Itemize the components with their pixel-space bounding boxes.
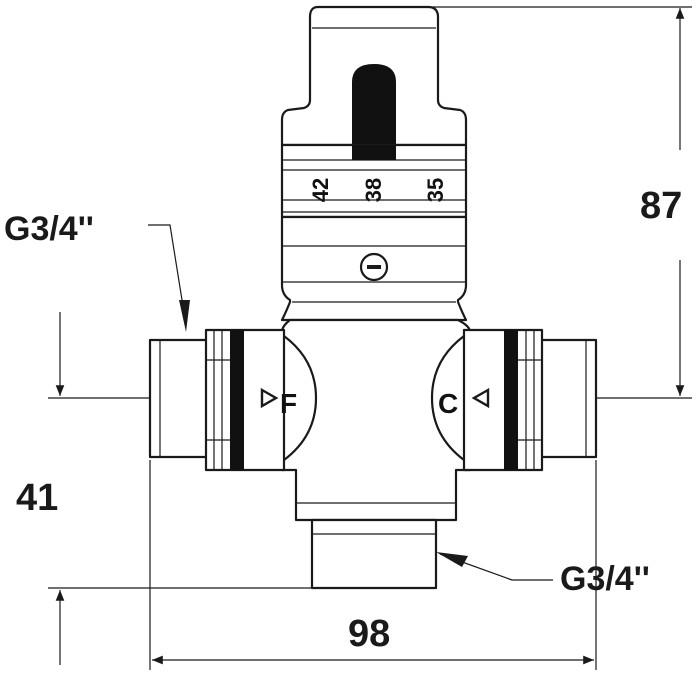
left-port-band (230, 330, 244, 470)
dim-98-label: 98 (348, 613, 390, 655)
thread-outlet-arrowhead (436, 552, 468, 567)
thread-inlet-label: G3/4'' (4, 210, 94, 248)
indicator-slot-base (352, 145, 396, 160)
right-port-band (504, 330, 518, 470)
scale-mark-42: 42 (308, 178, 333, 202)
hot-inlet-marker: C (438, 388, 458, 419)
dim-41-label: 41 (16, 477, 58, 519)
valve-main-body (280, 318, 472, 522)
left-port-thread (148, 338, 210, 459)
bottom-outlet-port (310, 518, 438, 590)
thread-outlet-label: G3/4'' (560, 560, 650, 598)
scale-mark-38: 38 (361, 178, 386, 202)
temperature-indicator-slot (352, 64, 396, 158)
dim-87-label: 87 (640, 185, 682, 227)
thread-inlet-arrowhead (179, 300, 190, 332)
cold-inlet-marker: F (280, 388, 297, 419)
thread-inlet-leader (148, 224, 187, 326)
left-body-curve (283, 335, 318, 461)
hot-inlet-arrow-icon (471, 387, 490, 409)
cold-inlet-arrow-icon (260, 387, 279, 409)
scale-mark-35: 35 (423, 178, 448, 202)
right-body-curve (430, 335, 465, 461)
right-port-thread (538, 338, 598, 459)
